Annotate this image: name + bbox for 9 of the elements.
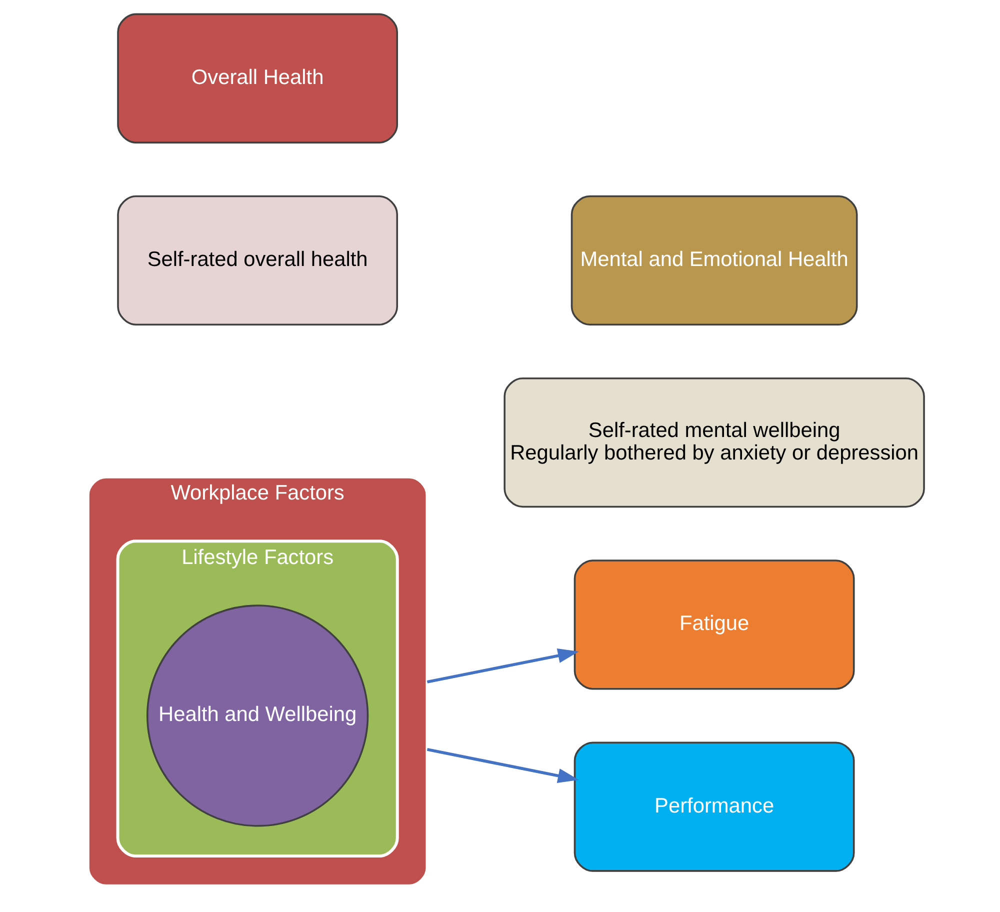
node-box: Performance — [574, 742, 855, 872]
node-circle: Health and Wellbeing — [146, 604, 369, 827]
node-box: Mental and Emotional Health — [570, 195, 858, 326]
node-box: Overall Health — [117, 13, 398, 144]
arrow — [426, 648, 579, 684]
node-box: Self-rated overall health — [117, 195, 398, 326]
node-box: Self-rated mental wellbeing Regularly bothered by anxiety or depression — [504, 378, 925, 508]
arrow — [426, 748, 579, 783]
node-box: Fatigue — [574, 560, 855, 690]
